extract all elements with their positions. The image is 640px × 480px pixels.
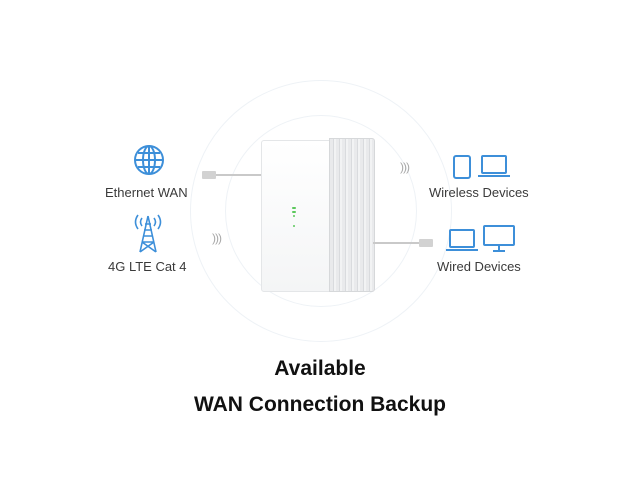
headline-line1: Available [274, 357, 366, 380]
wired-devices-label: Wired Devices [437, 259, 521, 274]
status-led [293, 215, 295, 217]
status-led [293, 225, 295, 227]
router-side-vents [329, 138, 375, 292]
lte-label: 4G LTE Cat 4 [108, 259, 187, 274]
status-led [292, 211, 296, 213]
ethernet-cable-right [373, 242, 419, 244]
monitor-icon [483, 225, 515, 258]
cell-tower-icon [128, 210, 168, 259]
signal-halo-outer [190, 80, 452, 342]
router-front-panel [261, 140, 331, 292]
status-led [292, 207, 296, 209]
laptop-icon [478, 155, 510, 184]
laptop-icon [446, 229, 478, 258]
wireless-wave-icon: ))) [400, 160, 410, 174]
globe-icon [132, 143, 166, 182]
ethernet-plug-left [202, 171, 216, 179]
ethernet-cable-left [216, 174, 262, 176]
tablet-icon [453, 155, 471, 184]
ethernet-plug-right [419, 239, 433, 247]
signal-halo-inner [225, 115, 417, 307]
wireless-wave-icon: ))) [212, 231, 222, 245]
router-device [261, 138, 375, 292]
wireless-devices-label: Wireless Devices [429, 185, 529, 200]
headline-line2: WAN Connection Backup [193, 393, 446, 416]
ethernet-wan-label: Ethernet WAN [105, 185, 188, 200]
